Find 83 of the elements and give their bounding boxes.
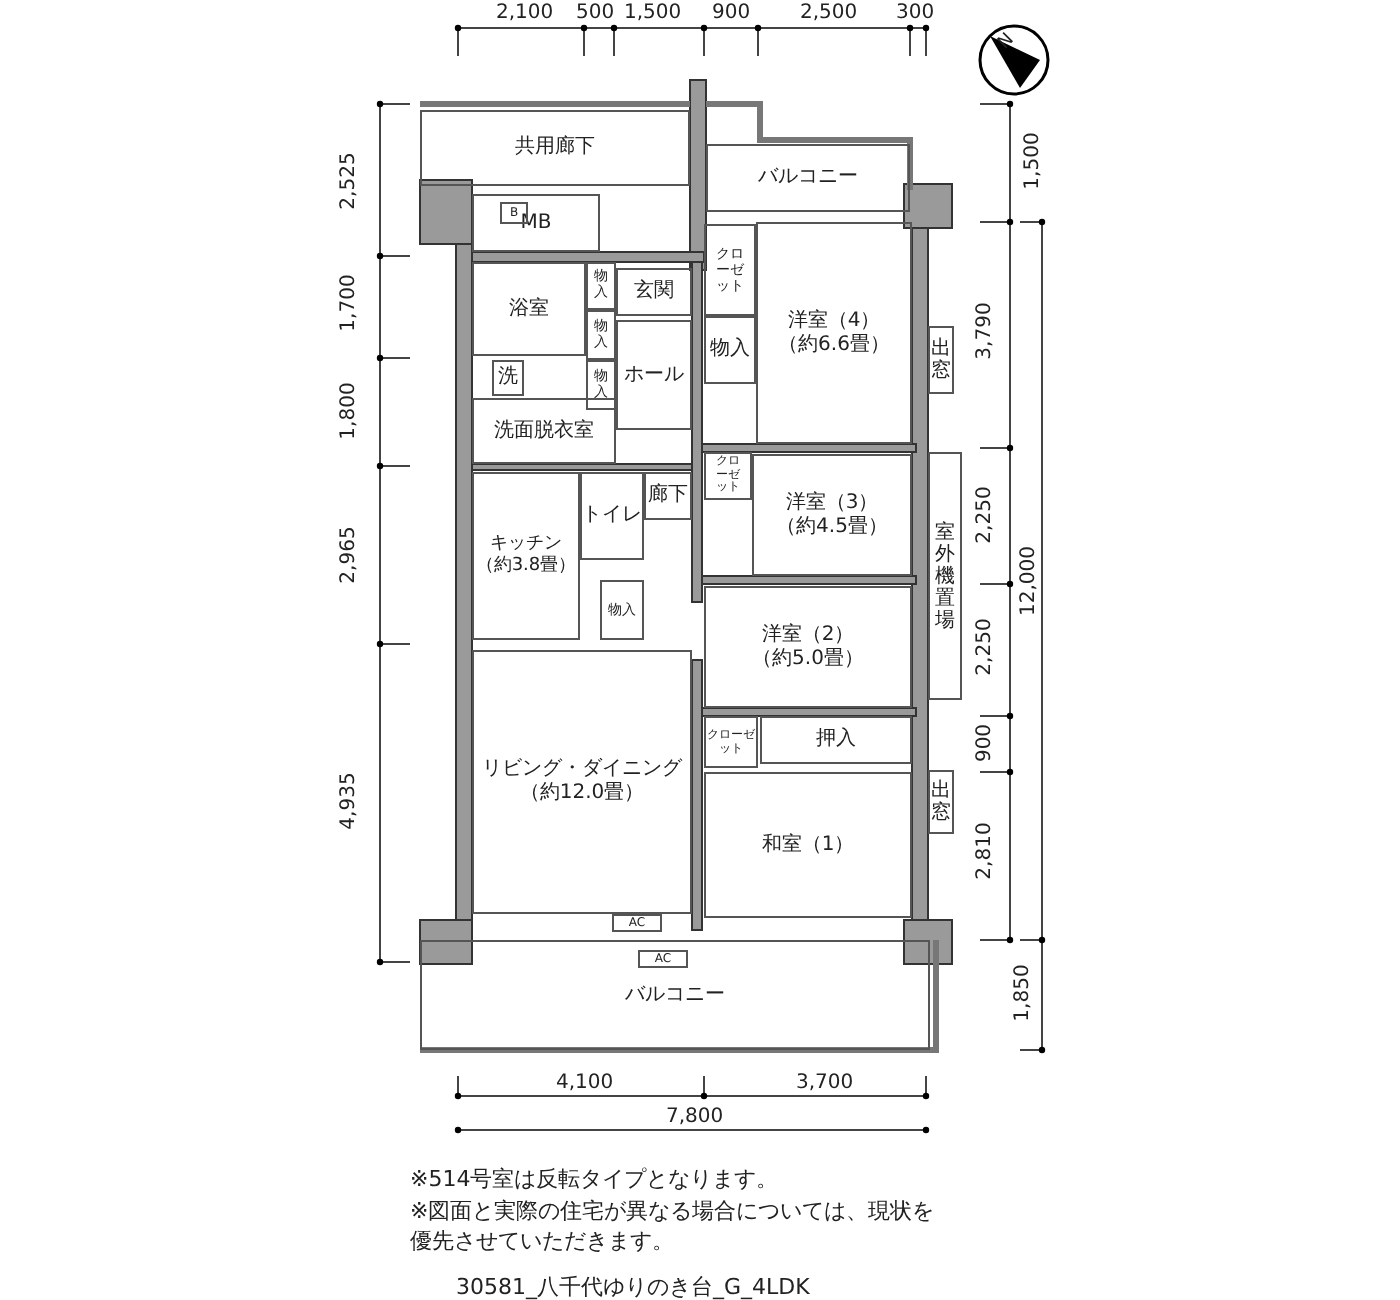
room-outline: [704, 716, 758, 768]
dimension-value: 500: [576, 2, 615, 24]
room-outline: [586, 310, 616, 360]
north-mark: N: [994, 30, 1019, 54]
dimension-value: 300: [896, 2, 935, 24]
dimension-value: 2,965: [337, 526, 360, 584]
dimension-value: 12,000: [1018, 546, 1040, 616]
note-text: ※514号室は反転タイプとなります。: [410, 1164, 779, 1194]
dimension-value: 1,500: [1021, 132, 1044, 190]
dimension-value: 2,525: [337, 152, 360, 210]
room-outline: [612, 914, 662, 932]
room-outline: [472, 398, 616, 464]
dimension-value: 3,790: [973, 302, 996, 360]
room-name: 物入: [710, 338, 750, 362]
room-name: 共用廊下: [515, 136, 595, 160]
room-name: リビング・ダイニング: [482, 758, 682, 782]
room-name: 洋室（2）: [761, 623, 855, 647]
room-area: （約3.8畳）: [475, 556, 577, 578]
room-outline: [616, 320, 692, 430]
room-name: 押入: [816, 728, 856, 752]
room-area: （約5.0畳）: [752, 647, 864, 671]
room-outline: [756, 222, 912, 444]
dimension-value: 2,500: [800, 2, 858, 24]
room-outline: [420, 940, 930, 1050]
plan-code: 30581_八千代ゆりのき台_G_4LDK: [456, 1272, 810, 1300]
dimension-value: 1,800: [337, 382, 360, 440]
room-outline: [586, 262, 616, 310]
room-outline: [928, 452, 962, 700]
room-area: （約4.5畳）: [776, 515, 888, 539]
room-name: トイレ: [582, 504, 642, 528]
room-name: 洋室（4）: [787, 309, 881, 333]
room-outline: [580, 472, 644, 560]
room-name: 室外機置場: [935, 521, 955, 631]
room-outline: [420, 110, 690, 186]
room-area: （約12.0畳）: [519, 782, 645, 806]
room-name: 廊下: [648, 484, 688, 508]
room-area: （約6.6畳）: [778, 333, 890, 357]
room-outline: [600, 580, 644, 640]
note-text: ※図面と実際の住宅が異なる場合については、現状を優先させていただきます。: [410, 1196, 937, 1256]
dimension-value: 2,250: [973, 618, 996, 676]
dimension-value: 7,800: [666, 1106, 724, 1128]
dimension-value: 900: [974, 723, 997, 763]
room-outline: [928, 770, 954, 834]
room-name: 洗面脱衣室: [494, 419, 594, 443]
room-outline: [472, 650, 692, 914]
room-name: 玄関: [634, 280, 674, 304]
room-outline: [928, 326, 954, 394]
room-outline: [704, 224, 756, 316]
room-name: バルコニー: [625, 983, 725, 1007]
room-outline: [704, 772, 912, 918]
dimension-value: 2,100: [496, 2, 554, 24]
room-name: 出窓: [931, 780, 951, 824]
room-name: 洋室（3）: [785, 491, 879, 515]
room-outline: [752, 454, 912, 576]
room-outline: [638, 950, 688, 968]
room-name: 出窓: [931, 338, 951, 382]
room-outline: [492, 360, 524, 396]
dimension-value: 2,810: [973, 822, 996, 880]
room-outline: [472, 194, 600, 252]
dimension-value: 1,850: [1011, 964, 1034, 1022]
dimension-value: 1,700: [337, 274, 360, 332]
room-outline: [706, 144, 910, 212]
dimension-value: 2,250: [973, 486, 996, 544]
room-name: 浴室: [509, 297, 549, 321]
dimension-value: 3,700: [796, 1072, 854, 1094]
dimension-value: 4,100: [556, 1072, 614, 1094]
room-outline: [472, 262, 586, 356]
room-outline: [704, 452, 752, 500]
room-outline: [472, 472, 580, 640]
room-outline: [704, 586, 912, 708]
room-name: ホール: [624, 363, 684, 387]
room-name: キッチン: [490, 534, 562, 555]
dimension-value: 4,935: [337, 772, 360, 830]
dimension-value: 1,500: [624, 2, 682, 24]
room-name: バルコニー: [758, 166, 858, 190]
dimension-value: 900: [712, 2, 751, 24]
room-name: 洗: [498, 366, 518, 390]
room-outline: [644, 472, 692, 520]
room-outline: [616, 268, 692, 316]
room-name: 和室（1）: [761, 833, 855, 857]
room-outline: [586, 360, 616, 410]
room-outline: [760, 716, 912, 764]
room-outline: [704, 316, 756, 384]
